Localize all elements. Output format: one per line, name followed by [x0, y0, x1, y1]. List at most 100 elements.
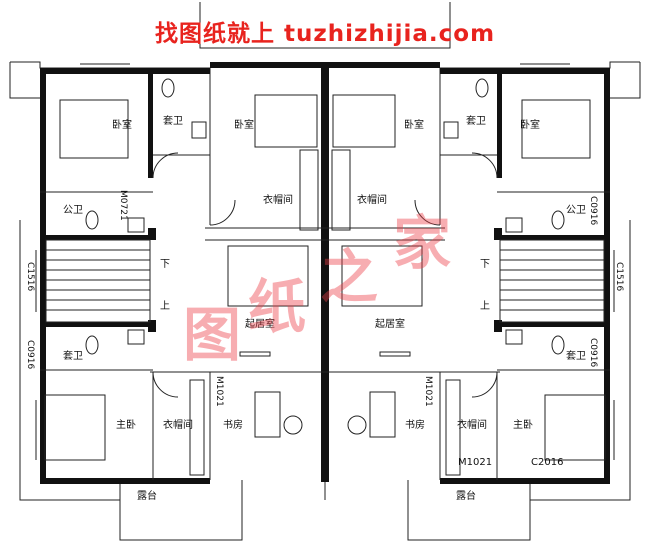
label-ensuite-3: 套卫 [63, 351, 83, 362]
label-master-bedroom-2: 主卧 [513, 420, 533, 431]
bed-top-center-right [332, 94, 396, 148]
label-public-bath-2: 公卫 [566, 205, 586, 216]
toilet-3 [85, 210, 99, 230]
left-lower-outline [19, 220, 120, 501]
column-1 [148, 228, 156, 240]
sink-1 [191, 121, 207, 139]
door-arc-6 [471, 371, 498, 398]
label-code-m1021-3: M1021 [458, 457, 493, 468]
label-code-c1516-2: C1516 [614, 262, 624, 292]
label-ensuite-2: 套卫 [466, 116, 486, 127]
right-lower-outline [530, 220, 631, 501]
closet-strip-3 [189, 379, 205, 476]
toilet-1 [161, 78, 175, 98]
wall-center [321, 62, 329, 482]
bed-top-right [521, 99, 591, 159]
label-code-c0916-1: C0916 [588, 196, 598, 226]
label-living-1: 起居室 [245, 319, 275, 330]
chair-right [347, 415, 367, 435]
right-terrace-outline [407, 480, 531, 541]
desk-left [254, 391, 281, 438]
label-bedroom-4: 卧室 [520, 120, 540, 131]
label-terrace-2: 露台 [456, 491, 476, 502]
closet-strip-2 [331, 149, 351, 231]
label-public-bath-1: 公卫 [63, 205, 83, 216]
door-arc-3 [209, 199, 236, 226]
column-3 [148, 320, 156, 332]
sink-6 [505, 329, 523, 345]
label-code-c0916-3: C0916 [588, 338, 598, 368]
label-closet-2: 衣帽间 [357, 195, 387, 206]
wall-left-low [40, 322, 150, 327]
label-closet-1: 衣帽间 [263, 195, 293, 206]
label-stair-down-1: 下 [160, 259, 170, 270]
sofa-left [227, 245, 309, 307]
door-arc-2 [471, 152, 498, 179]
wall-right-mid [500, 235, 610, 240]
tv-left [239, 351, 271, 357]
top-parapet [199, 2, 451, 49]
sink-4 [505, 217, 523, 233]
toilet-6 [551, 335, 565, 355]
label-study-1: 书房 [223, 420, 243, 431]
label-living-2: 起居室 [375, 319, 405, 330]
label-bedroom-1: 卧室 [112, 120, 132, 131]
left-terrace-outline [119, 480, 243, 541]
site-banner: 找图纸就上 tuzhizhijia.com [154, 21, 496, 47]
desk-right [369, 391, 396, 438]
label-code-m0721: M0721 [118, 190, 128, 221]
toilet-4 [551, 210, 565, 230]
wall-left-mid [40, 235, 150, 240]
stair-right [499, 239, 605, 323]
door-arc-1 [152, 152, 179, 179]
watermark-char-2: 纸 [248, 273, 307, 341]
label-stair-up-2: 上 [480, 301, 490, 312]
right-eave [610, 62, 641, 99]
label-stair-up-1: 上 [160, 301, 170, 312]
stair-left [45, 239, 151, 323]
watermark-char-1: 图 [183, 301, 242, 369]
left-eave [9, 62, 40, 99]
bed-bottom-left [44, 394, 106, 461]
label-code-m1021-2: M1021 [423, 376, 433, 407]
toilet-2 [475, 78, 489, 98]
door-arc-5 [152, 371, 179, 398]
label-bedroom-3: 卧室 [404, 120, 424, 131]
label-code-m1021-1: M1021 [214, 376, 224, 407]
label-master-bedroom-1: 主卧 [116, 420, 136, 431]
wall-top-left [40, 68, 210, 74]
tv-right [379, 351, 411, 357]
wall-right-inner [497, 68, 502, 178]
column-2 [494, 228, 502, 240]
wall-left-inner [148, 68, 153, 178]
label-ensuite-1: 套卫 [163, 116, 183, 127]
sink-2 [443, 121, 459, 139]
closet-strip-4 [445, 379, 461, 476]
label-terrace-1: 露台 [137, 491, 157, 502]
wall-bottom-left [40, 478, 210, 484]
chair-left [283, 415, 303, 435]
sink-5 [127, 329, 145, 345]
label-code-c1516-1: C1516 [25, 262, 35, 292]
label-bedroom-2: 卧室 [234, 120, 254, 131]
watermark-char-3: 之 [320, 243, 379, 311]
bed-top-center-left [254, 94, 318, 148]
label-closet-3: 衣帽间 [163, 420, 193, 431]
stair-left-treads [46, 249, 150, 311]
label-ensuite-4: 套卫 [566, 351, 586, 362]
label-study-2: 书房 [405, 420, 425, 431]
label-code-c0916-2: C0916 [25, 340, 35, 370]
sofa-right [341, 245, 423, 307]
bed-bottom-right [544, 394, 606, 461]
closet-strip-1 [299, 149, 319, 231]
label-closet-4: 衣帽间 [457, 420, 487, 431]
wall-top-right [440, 68, 610, 74]
wall-right-low [500, 322, 610, 327]
wall-left-outer [40, 68, 46, 478]
stair-right-treads [500, 249, 604, 311]
column-4 [494, 320, 502, 332]
watermark-char-4: 家 [393, 209, 452, 277]
toilet-5 [85, 335, 99, 355]
